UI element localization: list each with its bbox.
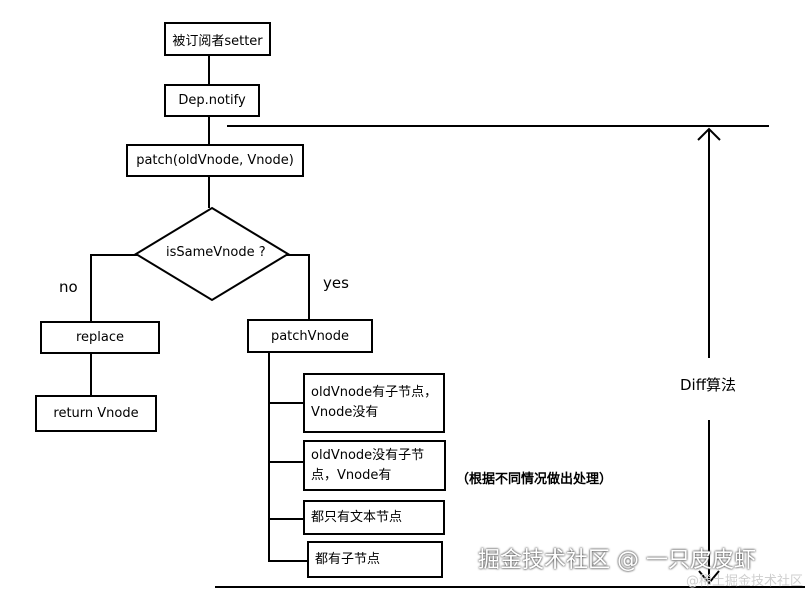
connector-no-vertical	[90, 254, 92, 322]
connector-patch-decision	[208, 176, 210, 208]
connector-no-horizontal	[90, 254, 138, 256]
connector-case2	[268, 461, 304, 463]
label-diff-algorithm: Diff算法	[680, 376, 737, 394]
case2-line2: 点，Vnode有	[311, 467, 392, 483]
connector-replace-return	[90, 352, 92, 396]
connector-yes-horizontal	[280, 254, 310, 256]
node-return-vnode: return Vnode	[35, 395, 157, 432]
label-yes: yes	[323, 274, 349, 292]
connector-case3	[268, 518, 304, 520]
node-case-text-only: 都只有文本节点	[303, 500, 445, 535]
connector-notify-patch	[208, 116, 210, 144]
diff-arrow-up-head	[697, 127, 721, 141]
case1-line2: Vnode没有	[311, 405, 379, 420]
node-dep-notify: Dep.notify	[164, 84, 260, 117]
decision-diamond	[134, 206, 290, 302]
watermark-main: 掘金技术社区 @ 一只皮皮虾	[478, 548, 756, 573]
note-handle-by-case: （根据不同情况做出处理）	[456, 472, 613, 487]
node-replace: replace	[40, 321, 160, 354]
diff-range-top-line	[227, 125, 769, 127]
diff-arrow-lower-shaft	[708, 420, 710, 580]
node-case-both-children: 都有子节点	[307, 541, 443, 578]
label-no: no	[59, 278, 78, 296]
watermark-sub: @稀土掘金技术社区	[686, 574, 804, 589]
connector-case4	[268, 560, 308, 562]
node-patch-vnode: patchVnode	[247, 319, 373, 353]
node-patch: patch(oldVnode, Vnode)	[126, 144, 304, 177]
diff-arrow-down-head	[698, 570, 720, 585]
decision-label: isSameVnode ?	[166, 245, 266, 260]
node-case-new-has-children: oldVnode没有子节 点，Vnode有	[303, 440, 446, 491]
connector-yes-vertical	[308, 254, 310, 320]
connector-setter-notify	[208, 54, 210, 84]
node-setter: 被订阅者setter	[164, 22, 271, 56]
case2-line1: oldVnode没有子节	[311, 447, 425, 463]
connector-patchvnode-trunk	[268, 352, 270, 562]
connector-case1	[268, 402, 304, 404]
diff-arrow-upper-shaft	[708, 130, 710, 358]
node-case-old-has-children: oldVnode有子节点， Vnode没有	[303, 373, 445, 433]
diff-range-bottom-line	[215, 586, 805, 588]
case1-line1: oldVnode有子节点，	[311, 385, 438, 400]
